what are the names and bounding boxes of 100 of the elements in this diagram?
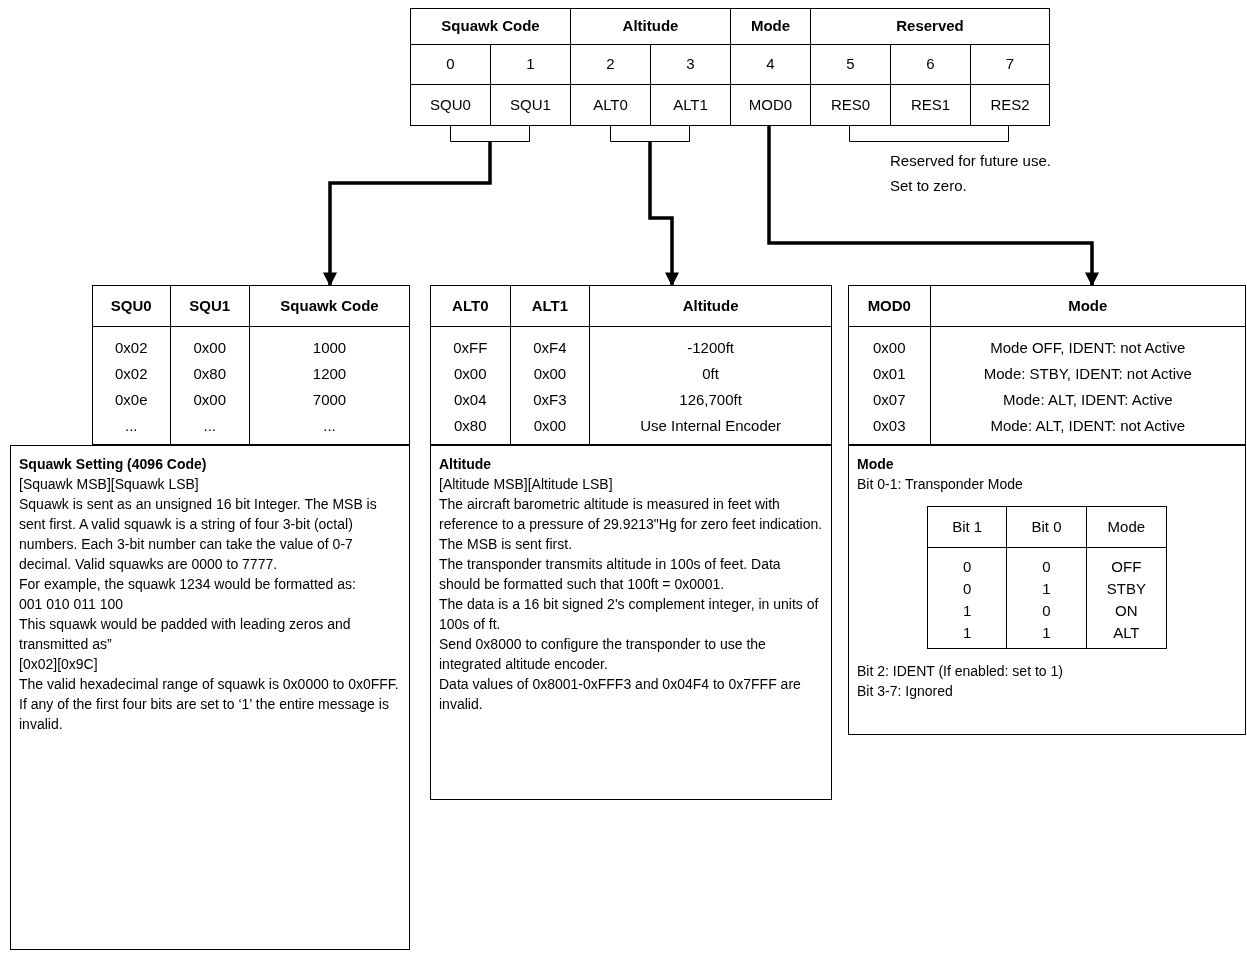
table-cell-text: 0xF3 xyxy=(532,389,568,410)
header-cell: SQU0 xyxy=(93,286,171,326)
table-cell-text: Mode: ALT, IDENT: not Active xyxy=(989,415,1187,436)
header-cell: ALT1 xyxy=(510,286,591,326)
note-text: Set to zero. xyxy=(890,176,967,196)
table-cell-text: 0x07 xyxy=(872,389,907,410)
header-cell: ALT0 xyxy=(431,286,511,326)
table-cell-text: 7000 xyxy=(311,389,348,410)
byte-index-cell: 1 xyxy=(491,45,571,85)
table-cell-text: 0 xyxy=(1041,600,1052,621)
table-cell-text: STBY xyxy=(1105,578,1147,599)
table-cell-text: ... xyxy=(124,415,139,436)
description-text: 001 010 011 100 xyxy=(19,595,125,614)
field-name-cell: RES0 xyxy=(811,85,891,125)
table-cell-text: 0x00 xyxy=(532,415,568,436)
heading-text: Mode xyxy=(857,455,895,474)
description-text: This squawk would be padded with leading zeros and transmitted as” xyxy=(19,615,352,654)
table-cell-text: 0x02 xyxy=(114,337,149,358)
description-text: The data is a 16 bit signed 2's complement integer, in units of 100s of ft. xyxy=(439,595,820,634)
table-cell-text: 0x02 xyxy=(114,363,149,384)
table-cell-text: 0x00 xyxy=(532,363,568,384)
description-text: The aircraft barometric altitude is measured in feet with reference to a pressure of 29.9213"Hg for zero feet indication. The MSB is sent first. xyxy=(439,495,823,554)
table-cell-text: Mode: STBY, IDENT: not Active xyxy=(982,363,1193,384)
description-text: Send 0x8000 to configure the transponder to use the integrated altitude encoder. xyxy=(439,635,767,674)
header-cell: SQU1 xyxy=(170,286,250,326)
bracket-line xyxy=(450,125,530,142)
table-cell-text: 0x04 xyxy=(453,389,488,410)
table-cell-text: 0x00 xyxy=(453,363,488,384)
field-name-cell: MOD0 xyxy=(731,85,811,125)
description-box xyxy=(848,445,1246,735)
byte-index-cell: 6 xyxy=(891,45,971,85)
table-cell-text: 0xF4 xyxy=(532,337,568,358)
description-text: [0x02][0x9C] xyxy=(19,655,99,674)
description-text: [Squawk MSB][Squawk LSB] xyxy=(19,475,200,494)
table-cell-text: -1200ft xyxy=(686,337,735,358)
table-cell-text: 0x01 xyxy=(872,363,907,384)
table-cell-text: 0ft xyxy=(701,363,720,384)
table-cell-text: 1 xyxy=(962,622,973,643)
table-cell-text: 0 xyxy=(962,556,973,577)
byte-index-cell: 3 xyxy=(651,45,731,85)
heading-text: Squawk Setting (4096 Code) xyxy=(19,455,208,474)
description-box xyxy=(10,445,410,950)
header-cell: Bit 1 xyxy=(928,507,1008,547)
table-cell-text: 0x03 xyxy=(872,415,907,436)
header-cell: Altitude xyxy=(571,9,731,45)
description-box xyxy=(430,445,832,800)
byte-index-cell: 5 xyxy=(811,45,891,85)
byte-index-cell: 4 xyxy=(731,45,811,85)
byte-index-cell: 0 xyxy=(411,45,491,85)
byte-index-cell: 2 xyxy=(571,45,651,85)
connector-arrow xyxy=(648,142,679,287)
field-name-cell-text: RES2 xyxy=(989,94,1031,115)
table-cell-text: ... xyxy=(202,415,217,436)
bracket-line xyxy=(610,125,690,142)
header-cell-text: Mode xyxy=(1067,295,1109,316)
table-cell-text: 0xFF xyxy=(452,337,489,358)
description-text: Bit 2: IDENT (If enabled: set to 1) xyxy=(857,662,1064,681)
header-cell: MOD0 xyxy=(849,286,931,326)
note-text: Reserved for future use. xyxy=(890,151,1051,171)
table-cell-text: 1000 xyxy=(311,337,348,358)
header-cell-text: Mode xyxy=(1106,516,1147,537)
table-cell-text: Mode: ALT, IDENT: Active xyxy=(1001,389,1174,410)
table-cell-text: 1 xyxy=(962,600,973,621)
connector-arrow xyxy=(767,125,1099,287)
header-cell: Mode xyxy=(731,9,811,45)
description-text: [Altitude MSB][Altitude LSB] xyxy=(439,475,614,494)
header-cell: Bit 0 xyxy=(1007,507,1087,547)
field-name-cell: SQU0 xyxy=(411,85,491,125)
table-cell-text: ALT xyxy=(1112,622,1141,643)
field-name-cell: ALT1 xyxy=(651,85,731,125)
table-cell-text: 0x00 xyxy=(872,337,907,358)
table-cell-text: 0x00 xyxy=(192,389,228,410)
heading-text: Altitude xyxy=(439,455,493,474)
description-text: Data values of 0x8001-0xFFF3 and 0x04F4 to 0x7FFF are invalid. xyxy=(439,675,802,714)
bracket-line xyxy=(849,125,1009,142)
table-cell-text: 0x0e xyxy=(114,389,149,410)
table-cell-text: 0x00 xyxy=(192,337,228,358)
table-cell-text: 1 xyxy=(1041,578,1052,599)
description-text: Squawk is sent as an unsigned 16 bit Integer. The MSB is sent first. A valid squawk is a string of four 3-bit (octal) numbers. Each 3-bit number can take the value of 0-7 decimal. Valid squawks are 0000 to 7777. xyxy=(19,495,378,574)
header-cell-text: Squawk Code xyxy=(279,295,380,316)
table-cell-text: ON xyxy=(1114,600,1139,621)
header-cell: Squawk Code xyxy=(411,9,571,45)
table-cell-text: 126,700ft xyxy=(678,389,743,410)
table-cell-text: Mode OFF, IDENT: not Active xyxy=(989,337,1187,358)
description-text: Bit 0-1: Transponder Mode xyxy=(857,475,1024,494)
field-name-cell: ALT0 xyxy=(571,85,651,125)
table-cell-text: ... xyxy=(322,415,337,436)
table-cell-text: 0x80 xyxy=(453,415,488,436)
connector-arrow xyxy=(323,142,492,287)
byte-index-cell: 7 xyxy=(971,45,1049,85)
description-text: The transponder transmits altitude in 100s of feet. Data should be formatted such that 100ft = 0x0001. xyxy=(439,555,782,594)
header-cell: Reserved xyxy=(811,9,1049,45)
header-cell-text: Altitude xyxy=(681,295,740,316)
table-cell-text: 1200 xyxy=(311,363,348,384)
field-name-cell: RES1 xyxy=(891,85,971,125)
description-text: The valid hexadecimal range of squawk is 0x0000 to 0x0FFF. If any of the first four bits are set to ‘1’ the entire message is invalid. xyxy=(19,675,400,734)
table-cell-text: 0 xyxy=(1041,556,1052,577)
field-name-cell: SQU1 xyxy=(491,85,571,125)
table-cell-text: 0x80 xyxy=(192,363,228,384)
table-cell-text: 1 xyxy=(1041,622,1052,643)
